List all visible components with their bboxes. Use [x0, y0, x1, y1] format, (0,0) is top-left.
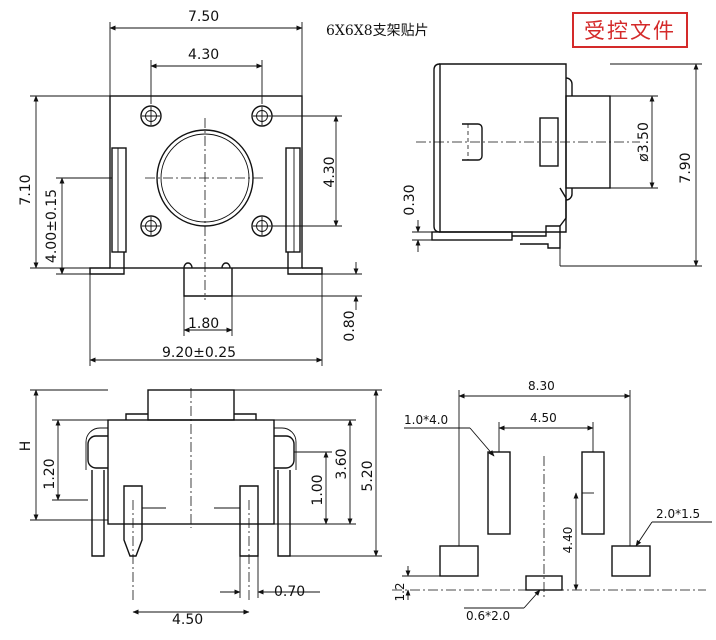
- pad-right: [611, 545, 651, 577]
- switch-body-outline: [109, 95, 303, 269]
- controlled-document-stamp: 受控文件: [572, 12, 688, 48]
- side-base-plate: [431, 231, 513, 241]
- top-view: 7.50 4.30 7.10 4.00±0.15 4.30 1.80 9.20±…: [18, 9, 362, 366]
- dim-360: 3.60: [334, 448, 350, 479]
- label-center-pad: 0.6*2.0: [466, 609, 510, 623]
- dim-actuator-diameter: ø3.50: [636, 122, 652, 162]
- dim-width-750: 7.50: [188, 9, 219, 25]
- dim-base-thickness-030: 0.30: [402, 184, 418, 215]
- dim-hole-spacing-vertical-430: 4.30: [322, 156, 338, 187]
- drawing-title: 6X6X8支架贴片: [326, 23, 429, 39]
- right-foot: [287, 252, 323, 275]
- dim-hole-spacing-430: 4.30: [188, 47, 219, 63]
- slot-left: [487, 451, 511, 535]
- dim-pad-height-12: 1.2: [393, 582, 407, 601]
- label-pad-size: 2.0*1.5: [656, 507, 700, 521]
- dim-offset-400: 4.00±0.15: [44, 189, 60, 263]
- right-rail: [285, 147, 301, 253]
- dim-pad-offset-440: 4.40: [561, 527, 575, 554]
- dim-520: 5.20: [360, 460, 376, 491]
- dim-total-height-790: 7.90: [678, 152, 694, 183]
- dim-100: 1.00: [310, 474, 326, 505]
- left-foot: [89, 252, 125, 275]
- dim-120: 1.20: [42, 458, 58, 489]
- dim-pin-width-070: 0.70: [274, 584, 305, 600]
- dim-total-width-920: 9.20±0.25: [162, 345, 236, 361]
- side-body: [439, 63, 567, 233]
- pad-left: [439, 545, 479, 577]
- front-left-lead: [91, 470, 105, 557]
- side-view: ø3.50 7.90 0.30: [402, 63, 702, 267]
- pcb-footprint-view: 8.30 4.50 1.0*4.0 2.0*1.5 4.40 1.2 0.6*2…: [392, 379, 712, 623]
- left-rail: [111, 147, 127, 253]
- label-slot-size: 1.0*4.0: [404, 413, 448, 427]
- dim-pin-spacing-450: 4.50: [172, 612, 203, 628]
- pad-center: [525, 575, 563, 591]
- dim-inner-450: 4.50: [530, 411, 557, 425]
- front-right-lead: [277, 470, 291, 557]
- dim-stem-depth-080: 0.80: [342, 310, 358, 341]
- dim-h-label: H: [18, 441, 34, 452]
- dim-height-710: 7.10: [18, 174, 34, 205]
- front-view: H 1.20 1.00 3.60 5.20 0.70 4.50: [18, 388, 382, 628]
- dim-stem-180: 1.80: [188, 316, 219, 332]
- dim-outer-830: 8.30: [528, 379, 555, 393]
- bottom-stem: [183, 268, 233, 297]
